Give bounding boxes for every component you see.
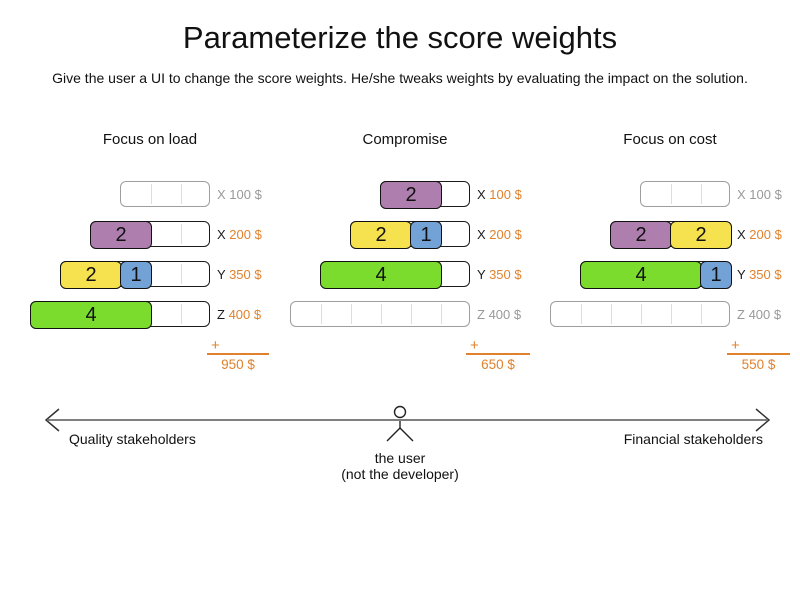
total-value: 950 $ [221,357,255,372]
row-label: Z 400 $ [217,307,261,322]
total-underline [466,353,530,355]
user-label-line1: the user [374,450,426,466]
cell-divider [581,304,582,324]
row-label-price: 200 $ [749,227,782,242]
row-label-price: 400 $ [748,307,782,322]
weight-block: 1 [700,261,732,289]
row-label-price: 350 $ [749,267,782,282]
row-label: Z 400 $ [737,307,781,322]
row-label: Y 350 $ [477,267,522,282]
row-label: X 100 $ [217,187,262,202]
row-label: X 100 $ [477,187,522,202]
row-label: X 200 $ [217,227,262,242]
weight-block: 2 [350,221,412,249]
arrow-left-icon [44,408,60,432]
row-label-price: 100 $ [489,187,522,202]
row-label: X 200 $ [737,227,782,242]
row-label-letter: Y [737,267,750,282]
weight-row: 4 [30,301,210,329]
row-label-price: 350 $ [229,267,262,282]
page-subtitle: Give the user a UI to change the score w… [52,70,748,86]
weight-row [290,301,470,327]
cell-divider [181,264,182,284]
user-label-line2: (not the developer) [341,466,459,482]
weight-block: 2 [670,221,732,249]
weight-row [640,181,730,207]
row-label-price: 400 $ [488,307,522,322]
row-label-price: 200 $ [489,227,522,242]
cell-divider [181,224,182,244]
cell-divider [671,304,672,324]
column-header: Compromise [362,131,448,148]
quality-stakeholders-label: Quality stakeholders [69,431,196,447]
row-label-letter: X [737,187,750,202]
user-stick-figure-icon [386,405,414,442]
row-label-letter: X [217,187,230,202]
weight-block: 4 [320,261,442,289]
row-label-price: 400 $ [228,307,262,322]
row-label-price: 350 $ [489,267,522,282]
cell-divider [181,184,182,204]
cell-divider [671,184,672,204]
page-title: Parameterize the score weights [182,20,618,55]
row-label-price: 100 $ [229,187,262,202]
cell-divider [321,304,322,324]
cell-divider [611,304,612,324]
total-value: 650 $ [481,357,515,372]
row-label-letter: Z [737,307,749,322]
row-label-price: 100 $ [749,187,782,202]
weight-row: 2 [380,181,470,209]
weight-block: 1 [410,221,442,249]
weight-block: 2 [90,221,152,249]
cell-divider [381,304,382,324]
row-label-letter: Y [477,267,490,282]
row-label: X 200 $ [477,227,522,242]
cell-divider [701,184,702,204]
row-label: Z 400 $ [477,307,521,322]
column-header: Focus on cost [623,131,717,148]
weight-row [550,301,730,327]
row-label-letter: Z [217,307,229,322]
row-label-letter: Y [217,267,230,282]
row-label-letter: Z [477,307,489,322]
weight-block: 4 [580,261,702,289]
row-label-letter: X [477,227,490,242]
row-label: Y 350 $ [737,267,782,282]
weight-block: 1 [120,261,152,289]
arrow-right-icon [755,408,771,432]
column-header: Focus on load [102,131,198,148]
cell-divider [351,304,352,324]
cell-divider [151,184,152,204]
row-label-letter: X [477,187,490,202]
weight-row: 4 [320,261,470,289]
weight-row [120,181,210,207]
row-label: X 100 $ [737,187,782,202]
weight-block: 2 [380,181,442,209]
total-underline [727,353,790,355]
cell-divider [411,304,412,324]
plus-sign: + [731,337,740,354]
weight-block: 4 [30,301,152,329]
weight-row: 2 [90,221,210,249]
plus-sign: + [470,337,479,354]
total-value: 550 $ [741,357,776,372]
cell-divider [181,304,182,324]
cell-divider [441,304,442,324]
weight-block: 2 [610,221,672,249]
row-label-price: 200 $ [229,227,262,242]
stakeholder-axis [44,405,771,442]
plus-sign: + [211,337,220,354]
row-label-letter: X [217,227,230,242]
financial-stakeholders-label: Financial stakeholders [623,431,763,447]
row-label: Y 350 $ [217,267,262,282]
total-underline [207,353,269,355]
weight-block: 2 [60,261,122,289]
cell-divider [701,304,702,324]
cell-divider [641,304,642,324]
row-label-letter: X [737,227,750,242]
